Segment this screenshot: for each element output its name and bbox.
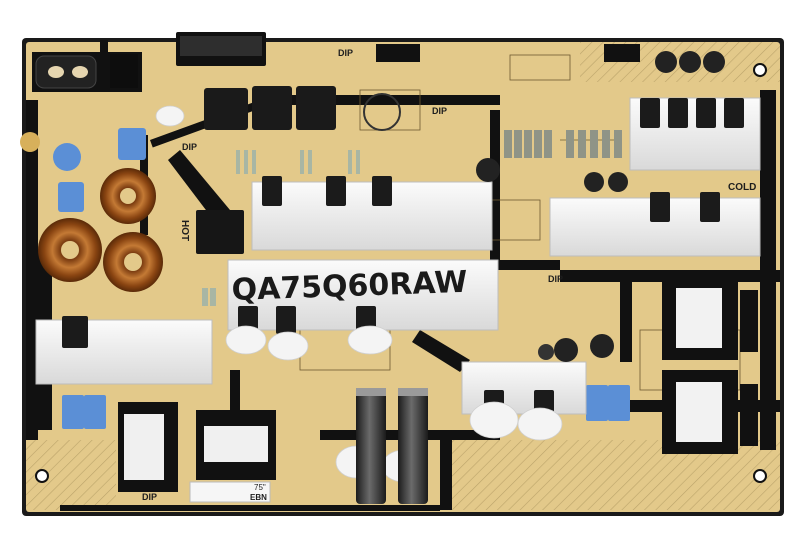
model-sticker: 75" EBN <box>189 481 271 503</box>
silkscreen-text: DIP DIP DIP DIP DIP HOT COLD <box>142 48 756 502</box>
bulk-capacitors <box>356 388 428 504</box>
dip-label-d: DIP <box>548 274 563 284</box>
hot-label: HOT <box>179 220 190 241</box>
resistor-rows <box>202 130 622 306</box>
power-transistors <box>62 98 744 414</box>
top-connectors <box>176 32 640 66</box>
mounting-holes <box>35 63 767 483</box>
dip-label-b: DIP <box>432 106 447 116</box>
size-label: 75" <box>254 483 266 492</box>
dip-label-a: DIP <box>338 48 353 58</box>
relays <box>196 86 336 254</box>
round-components <box>20 93 401 152</box>
toroid-inductors <box>38 168 163 292</box>
ac-inlet-connector <box>32 40 142 92</box>
dip-label-c: DIP <box>182 142 197 152</box>
handwritten-model-text: QA75Q60RAW <box>231 265 468 308</box>
blue-capacitors <box>53 128 630 429</box>
transformers <box>118 276 758 492</box>
cold-label: COLD <box>728 182 756 193</box>
small-capacitors <box>476 51 725 362</box>
handwritten-model-label: QA75Q60RAW <box>231 265 468 308</box>
ebn-label: EBN <box>250 493 267 502</box>
dip-label-e: DIP <box>142 492 157 502</box>
